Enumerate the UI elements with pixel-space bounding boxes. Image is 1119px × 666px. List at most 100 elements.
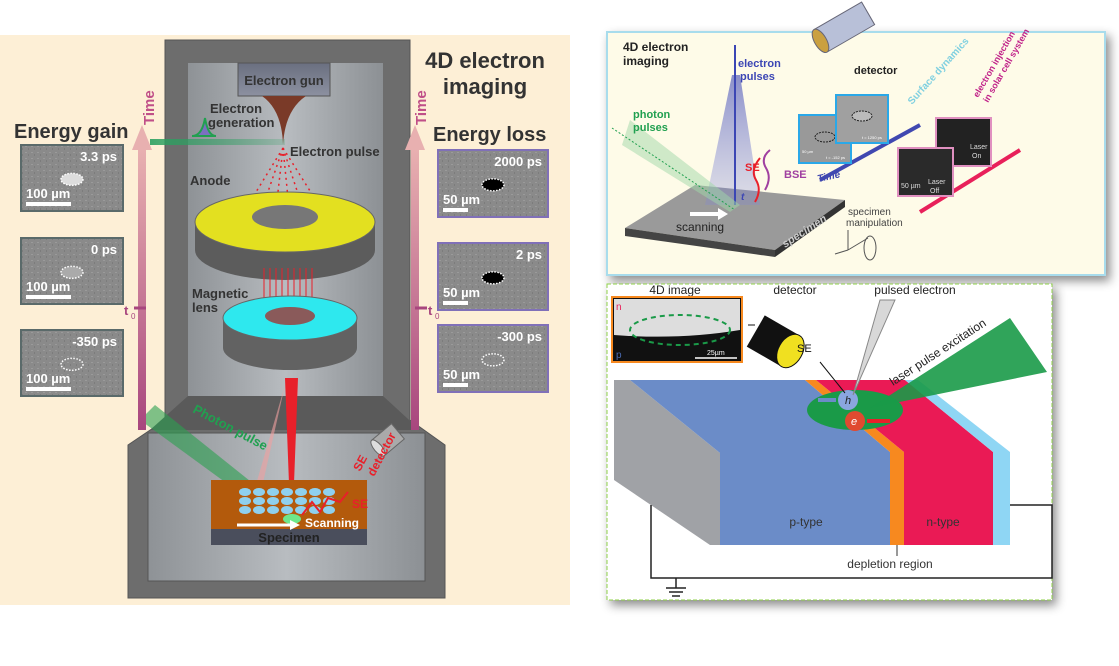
tr-se-label: SE	[745, 162, 760, 174]
particle	[267, 488, 279, 496]
dashed-spot	[481, 178, 505, 192]
p-type-label: p-type	[789, 515, 823, 529]
n-label: n	[616, 302, 622, 313]
particle	[281, 488, 293, 496]
specimen-base	[211, 529, 367, 545]
tr-frame-early-time: t = -152 ps	[826, 155, 845, 160]
tr-se-wave	[752, 157, 761, 203]
pulsed-electron-label: pulsed electron	[874, 283, 955, 297]
tr-frame-scale: 50 µm	[802, 149, 814, 154]
scan-arrow-head	[290, 520, 300, 530]
particle	[309, 488, 321, 496]
particle	[253, 506, 265, 514]
inset-scale-label: 50 µm	[443, 285, 480, 300]
inset-time-label: -350 ps	[72, 334, 117, 349]
tr-laser-off-frame	[897, 147, 954, 197]
dashed-spot	[60, 172, 84, 187]
particle	[253, 488, 265, 496]
t0-label-left: t	[124, 303, 129, 318]
tr-photon-pulses-label-2: pulses	[633, 122, 668, 134]
ground-icon	[666, 578, 686, 597]
tr-scanning-label: scanning	[676, 220, 724, 234]
tr-time-arrow	[819, 123, 921, 182]
electron-label: e	[851, 416, 857, 428]
energy-gain-label: Energy gain	[14, 121, 128, 143]
tr-specimen	[625, 185, 845, 250]
dashed-spot	[481, 353, 505, 367]
laser-on-label-2: On	[972, 153, 981, 160]
scale-bar	[26, 202, 71, 206]
dashed-spot	[60, 357, 84, 372]
t0-label-right: t	[428, 303, 433, 318]
anode-label: Anode	[190, 173, 230, 188]
title-line-1: 4D electron	[425, 48, 545, 73]
magnetic-lens-label-2: lens	[192, 300, 218, 315]
particle	[267, 506, 279, 514]
pulse-shape-icon	[191, 117, 217, 137]
laser-cone	[870, 318, 1047, 408]
tr-specimen-side	[775, 200, 845, 257]
inset-background	[20, 329, 124, 397]
manipulation-label: specimen	[848, 207, 891, 218]
circuit-wire	[650, 504, 1053, 579]
t0-sub-left: 0	[131, 312, 136, 321]
p-label: p	[616, 350, 622, 361]
tr-frame-late-spot	[851, 110, 873, 122]
inset-time-label: 2 ps	[516, 247, 542, 262]
tr-bse-wave	[762, 149, 771, 191]
scale-bar	[443, 301, 468, 305]
time-arrow-right: Time t 0	[405, 90, 440, 430]
depletion-label: depletion region	[847, 557, 932, 571]
inset-time-label: -300 ps	[497, 329, 542, 344]
rotation-axes-icon	[834, 230, 877, 261]
tr-detector	[811, 1, 876, 54]
particle	[239, 497, 251, 505]
particle	[239, 506, 251, 514]
4d-image-bright-region	[614, 299, 740, 337]
inset-time-label: 2000 ps	[494, 154, 542, 169]
title-line-2: imaging	[443, 74, 527, 99]
bottom-right-panel: p-type n-type depletion region laser pul…	[606, 283, 1053, 601]
scale-bar	[26, 387, 71, 391]
tr-photon-axis	[611, 127, 736, 211]
n-type-region	[816, 380, 993, 545]
se-detector-label: SE	[350, 453, 370, 474]
particle	[323, 506, 335, 514]
scale-label: 25µm	[707, 350, 725, 357]
laser-beam	[150, 139, 285, 145]
inset-scale-label: 100 µm	[26, 371, 70, 386]
4d-image-dashed-outline	[629, 314, 731, 346]
t0-sub-right: 0	[435, 312, 440, 321]
tr-electron-pulses-label: electron	[738, 58, 781, 70]
tr-t-label: t	[741, 192, 745, 203]
electron-pulse-label: Electron pulse	[290, 144, 380, 159]
se-detector-cylinder	[746, 315, 805, 369]
electron-gun-label: Electron gun	[244, 73, 324, 88]
anode-hole	[252, 205, 318, 229]
particle	[281, 497, 293, 505]
electron-generation-label-2: generation	[208, 115, 275, 130]
contact-layer	[905, 380, 1010, 545]
tr-title-2: imaging	[623, 54, 669, 68]
4d-image-label: 4D image	[649, 283, 701, 297]
electron-tip	[262, 96, 306, 145]
particle	[295, 488, 307, 496]
magnetic-lens-label: Magnetic	[192, 286, 248, 301]
se-detector	[370, 422, 406, 457]
inset-image: 2 ps 50 µm	[437, 242, 549, 311]
laser-scale-label: 50 µm	[901, 183, 921, 190]
focused-beam	[285, 378, 298, 510]
left-panel: Electron gun Electron generation Electro…	[0, 35, 570, 605]
top-right-panel: 4D electron imaging specimen scanning el…	[606, 1, 1106, 276]
tr-electron-pulses-label-2: pulses	[740, 71, 775, 83]
chamber-shelf	[150, 396, 420, 430]
excitation-spot	[283, 514, 301, 524]
se-label: SE	[352, 497, 368, 511]
tr-detector-label: detector	[854, 65, 898, 77]
electron-gun	[237, 62, 331, 97]
inset-image: -350 ps 100 µm	[20, 329, 124, 397]
pulsed-electron-beam	[852, 299, 896, 396]
